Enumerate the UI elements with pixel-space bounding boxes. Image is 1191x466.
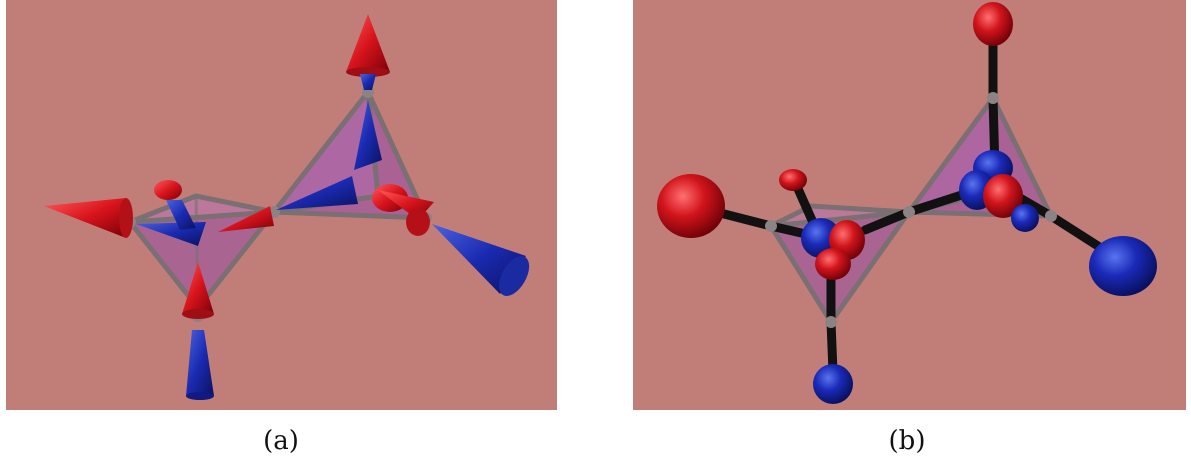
- bonds: [693, 30, 1123, 372]
- spin-ball-blue: [1089, 236, 1157, 296]
- spin-cone-red: [44, 198, 126, 238]
- panel-b-rendering: [633, 0, 1186, 410]
- panel-a-rendering: [6, 0, 557, 410]
- spin-cone-blue: [360, 74, 376, 90]
- spin-cone-red: [406, 208, 430, 236]
- spin-cone-red: [182, 309, 214, 319]
- spin-cone-red: [119, 198, 133, 238]
- spin-cone-red: [346, 14, 390, 72]
- spin-ball-red: [973, 2, 1013, 46]
- panel-a-scene: [6, 0, 557, 410]
- spin-ball-red: [657, 174, 725, 238]
- spin-ball-red: [779, 169, 807, 191]
- spin-ball-red: [815, 248, 851, 280]
- caption-b: (b): [877, 426, 937, 456]
- spin-cone-blue: [186, 392, 214, 400]
- spin-ball-blue: [813, 364, 853, 404]
- panel-b-scene: [633, 0, 1186, 410]
- spin-ball-blue: [1011, 204, 1039, 232]
- spin-balls: [657, 2, 1157, 404]
- spin-cone-blue: [186, 330, 214, 396]
- spin-cone-red: [154, 180, 182, 200]
- spin-cones: [44, 14, 535, 400]
- caption-a: (a): [251, 426, 311, 456]
